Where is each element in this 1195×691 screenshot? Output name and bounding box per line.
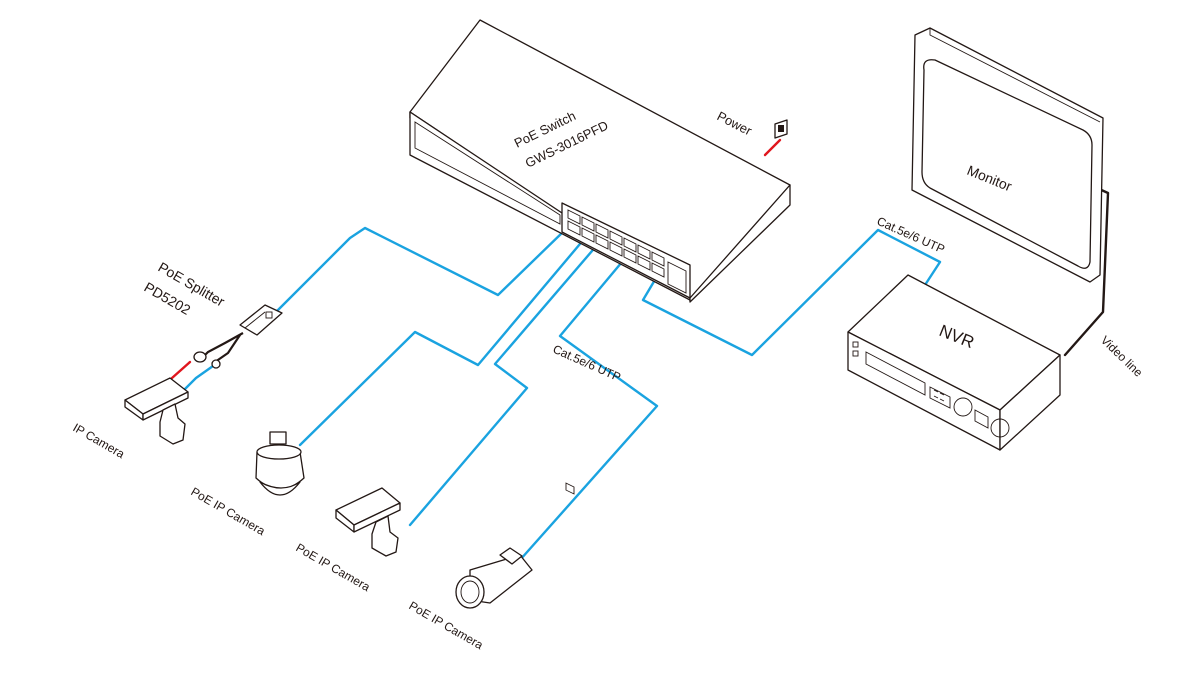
cable-switch-to-dome [298, 236, 587, 447]
switch-port-block [561, 202, 691, 495]
switch-side-face [689, 184, 791, 303]
cable-switch-to-bullet [518, 254, 659, 562]
power-wire [763, 138, 782, 157]
poe-box-camera-label: PoE IP Camera [294, 540, 373, 594]
cable-switch-to-box-camera [408, 242, 600, 527]
poe-box-camera-icon [335, 487, 401, 557]
video-line-label: Video line [1098, 333, 1146, 380]
ip-camera-label: IP Camera [71, 420, 128, 461]
splitter-power-wire [170, 360, 192, 380]
poe-splitter-icon [193, 304, 283, 369]
power-label: Power [715, 108, 755, 138]
poe-dome-camera-icon [255, 431, 305, 496]
cable-switch-to-splitter [270, 226, 567, 318]
poe-dome-camera-label: PoE IP Camera [189, 484, 268, 538]
cable-switch-to-nvr [641, 228, 942, 357]
nvr-icon [847, 274, 1061, 451]
ip-camera-icon [124, 377, 189, 445]
utp-cables [176, 226, 942, 562]
poe-bullet-camera-icon [455, 547, 533, 609]
monitor-icon [911, 27, 1104, 283]
poe-switch-icon [409, 19, 791, 495]
video-line-cable [1063, 186, 1110, 357]
power-plug-icon [774, 119, 788, 139]
cable-label-camera: Cat.5e/6 UTP [551, 342, 623, 384]
